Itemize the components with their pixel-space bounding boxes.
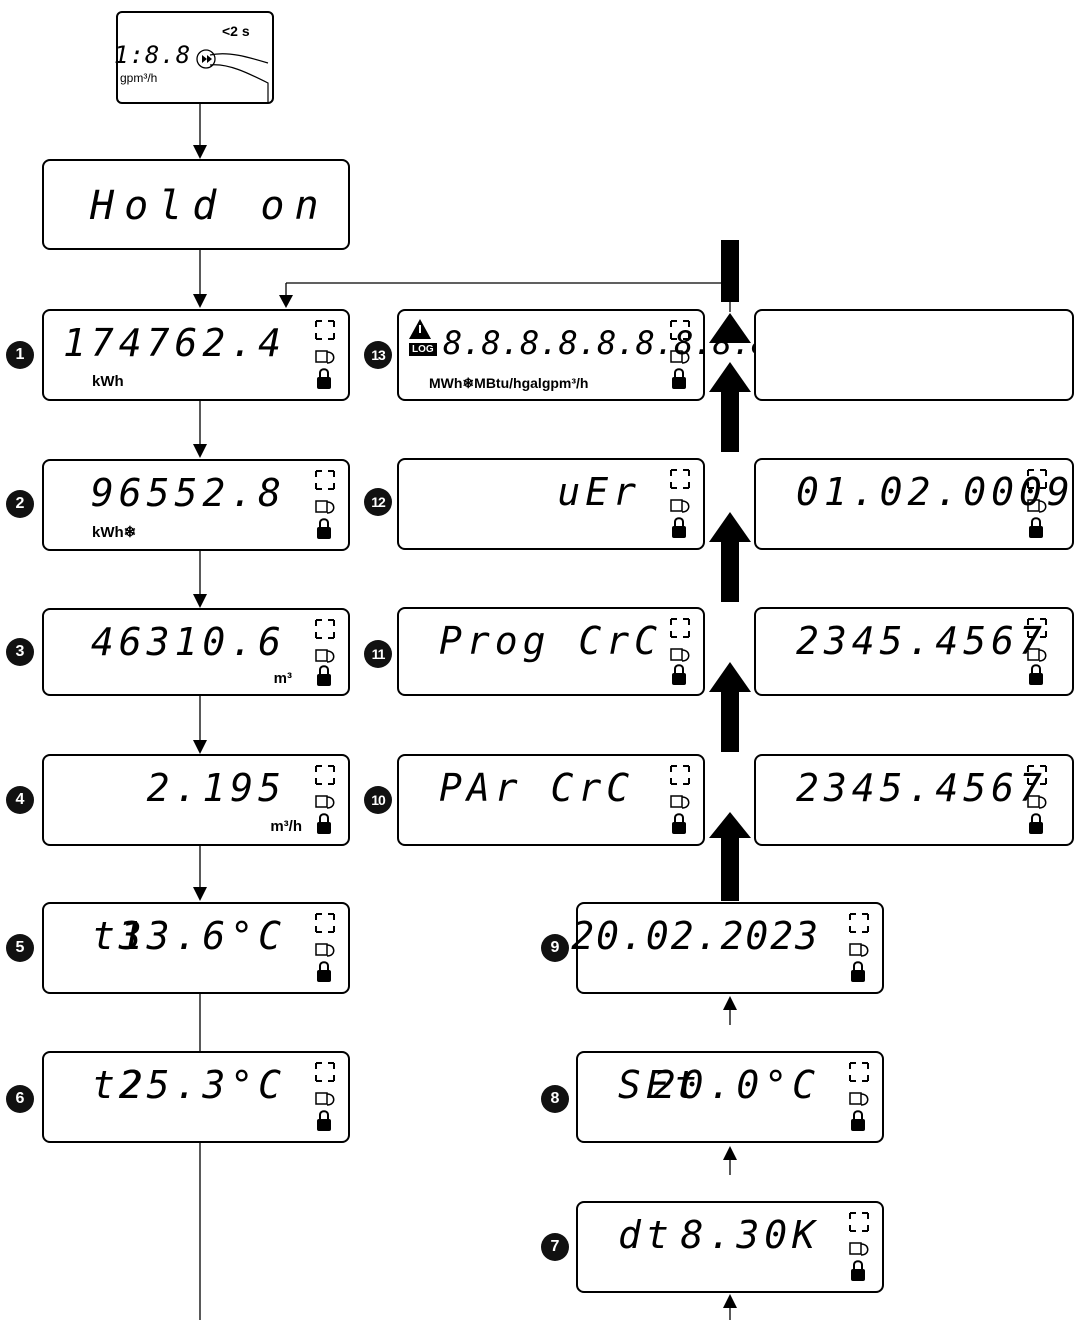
step-badge-7: 7 (541, 1233, 569, 1261)
hint-duration: <2 s (222, 23, 250, 39)
screen-8-setpoint: SEt 20.0°C (576, 1051, 884, 1143)
screen-5-label: t1 (92, 914, 148, 958)
screen-6-t2: t2 25.3°C (42, 1051, 350, 1143)
status-icons (1024, 466, 1050, 544)
status-icons (667, 317, 693, 395)
screen-11-detail-value: 2345.4567 (796, 619, 1047, 663)
status-icons (667, 615, 693, 693)
status-icons (312, 317, 338, 395)
rotate-icon (670, 469, 690, 538)
screen-4-unit: m³/h (270, 818, 302, 835)
screen-5-t1: t1 33.6°C (42, 902, 350, 994)
screen-7-label: dt (618, 1213, 674, 1257)
rotate-icon (315, 470, 335, 539)
rotate-icon (1027, 618, 1047, 685)
screen-3-unit: m³ (273, 670, 292, 687)
screen-1-heat-energy: 174762.4 kWh (42, 309, 350, 401)
screen-8-label: SEt (618, 1063, 702, 1107)
screen-11-label: Prog CrC (439, 619, 663, 663)
status-icons (846, 1209, 872, 1287)
screen-3-value: 46310.6 (90, 620, 286, 664)
hint-unit: gpm³/h (120, 71, 158, 85)
screen-10-detail-value: 2345.4567 (796, 766, 1047, 810)
step-badge-2: 2 (6, 490, 34, 518)
step-badge-6: 6 (6, 1085, 34, 1113)
step-badge-9: 9 (541, 934, 569, 962)
status-icons (312, 910, 338, 988)
rotate-icon (315, 619, 335, 686)
screen-10-detail: 2345.4567 (754, 754, 1074, 846)
status-icons (312, 1059, 338, 1137)
step-badge-11: 11 (364, 640, 392, 668)
screen-3-volume: 46310.6 m³ (42, 608, 350, 696)
step-badge-8: 8 (541, 1085, 569, 1113)
screen-12-version: uEr (397, 458, 705, 550)
screen-13-unit: MWh❄MBtu/hgalgpm³/h (429, 375, 589, 391)
screen-13-value: 8.8.8.8.8.8.8.8.8 (443, 324, 771, 362)
hint-digits: 1:8.8 (114, 41, 192, 69)
step-badge-10: 10 (364, 786, 392, 814)
screen-7-delta-t: dt 8.30K (576, 1201, 884, 1293)
step-badge-12: 12 (364, 488, 392, 516)
rotate-icon (670, 765, 690, 834)
rotate-icon (315, 765, 335, 834)
status-icons (312, 467, 338, 545)
screen-2-unit: kWh❄ (92, 524, 137, 541)
screen-2-value: 96552.8 (90, 471, 286, 515)
screen-7-value: 8.30K (680, 1213, 820, 1257)
screen-12-detail-value: 01.02.0009 (796, 470, 1075, 514)
rotate-icon (849, 1212, 869, 1281)
rotate-icon (1027, 765, 1047, 834)
status-icons (312, 616, 338, 694)
step-badge-3: 3 (6, 638, 34, 666)
step-badge-1: 1 (6, 341, 34, 369)
status-icons (1024, 615, 1050, 693)
screen-13-segment-test: LOG 8.8.8.8.8.8.8.8.8 MWh❄MBtu/hgalgpm³/… (397, 309, 771, 401)
screen-4-value: 2.195 (146, 766, 286, 810)
step-badge-5: 5 (6, 934, 34, 962)
rotate-icon (315, 913, 335, 982)
screen-5-value: 33.6°C (118, 914, 286, 958)
screen-9-date: 20.02.2023 (571, 902, 884, 994)
log-icon: LOG (409, 343, 437, 356)
status-icons (846, 1059, 872, 1137)
screen-1-value: 174762.4 (62, 321, 286, 365)
rotate-icon (315, 1062, 335, 1131)
screen-12-detail: 01.02.0009 (754, 458, 1074, 550)
screen-1-unit: kWh (92, 373, 124, 390)
press-button-icon[interactable] (188, 43, 278, 103)
screen-10-par-crc: PAr CrC (397, 754, 705, 846)
screen-10-label: PAr CrC (439, 766, 635, 810)
rotate-icon (670, 320, 690, 389)
screen-13-blank (754, 309, 1074, 401)
screen-8-value: 20.0°C (652, 1063, 820, 1107)
rotate-icon (1027, 469, 1047, 538)
rotate-icon (670, 618, 690, 685)
screen-9-value: 20.02.2023 (571, 914, 820, 958)
step-badge-4: 4 (6, 786, 34, 814)
rotate-icon (849, 1062, 869, 1131)
screen-11-detail: 2345.4567 (754, 607, 1074, 696)
warning-icon (409, 319, 431, 339)
screen-6-label: t2 (92, 1063, 148, 1107)
hold-text: Hold on (90, 183, 329, 229)
hold-screen: Hold on (42, 159, 350, 250)
status-icons (1024, 762, 1050, 840)
status-icons (846, 910, 872, 988)
rotate-icon (849, 913, 869, 982)
step-badge-13: 13 (364, 341, 392, 369)
screen-6-value: 25.3°C (118, 1063, 286, 1107)
status-icons (667, 762, 693, 840)
screen-11-prog-crc: Prog CrC (397, 607, 705, 696)
hint-panel: 1:8.8 gpm³/h <2 s (114, 11, 274, 104)
screen-2-cooling-energy: 96552.8 kWh❄ (42, 459, 350, 551)
screen-4-flow: 2.195 m³/h (42, 754, 350, 846)
rotate-icon (315, 320, 335, 389)
status-icons (667, 466, 693, 544)
screen-12-label: uEr (557, 470, 641, 514)
status-icons (312, 762, 338, 840)
